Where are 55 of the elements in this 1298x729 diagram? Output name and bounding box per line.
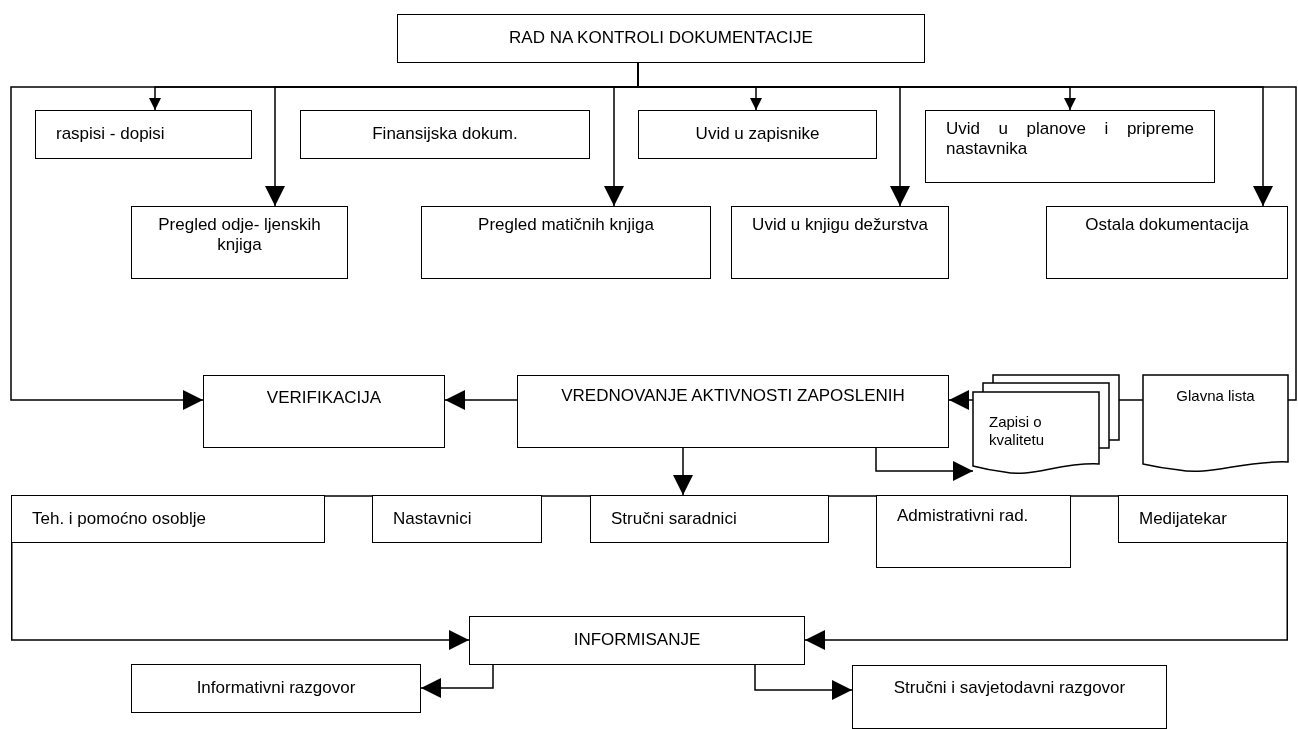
connector-line xyxy=(541,495,591,497)
box-label: Nastavnici xyxy=(393,508,473,529)
process-box xyxy=(731,206,949,279)
process-box xyxy=(300,110,590,159)
process-box xyxy=(203,375,445,448)
process-box xyxy=(517,375,949,448)
connector-line xyxy=(1070,495,1119,497)
process-box xyxy=(372,495,542,543)
connector-line xyxy=(828,495,877,497)
process-box xyxy=(469,616,805,665)
arrow xyxy=(420,664,494,698)
box-label: Pregled odje- ljenskih knjiga xyxy=(157,215,322,256)
box-label: Uvid u planove i pripreme nastavnika xyxy=(946,119,1194,160)
arrow xyxy=(948,390,974,410)
box-label: Teh. i pomoćno osoblje xyxy=(32,508,207,529)
box-label: VERIFIKACIJA xyxy=(265,388,383,409)
box-label: Pregled matičnih knjiga xyxy=(477,215,655,236)
box-label: Ostala dokumentacija xyxy=(1084,215,1250,236)
box-label: Stručni i savjetodavni razgovor xyxy=(892,678,1127,699)
process-box xyxy=(1046,206,1288,279)
process-box xyxy=(925,110,1215,183)
connector-line xyxy=(324,495,373,497)
arrow xyxy=(11,542,470,650)
process-box xyxy=(590,495,829,543)
arrow xyxy=(804,542,1288,650)
box-label: Admistrativni rad. xyxy=(897,506,1030,527)
box-label: Medijatekar xyxy=(1139,508,1228,529)
connector-line xyxy=(1118,399,1144,401)
box-label: Informativni razgovor xyxy=(195,678,357,699)
document-shape xyxy=(1143,375,1288,470)
process-box xyxy=(131,206,348,279)
box-label: VREDNOVANJE AKTIVNOSTI ZAPOSLENIH xyxy=(560,386,906,407)
box-label: Finansijska dokum. xyxy=(371,124,519,145)
process-box xyxy=(397,14,925,63)
process-box xyxy=(11,495,325,543)
box-label: INFORMISANJE xyxy=(572,630,702,651)
process-box xyxy=(1118,495,1288,543)
box-label: raspisi - dopisi xyxy=(56,124,166,145)
box-label: Zapisi o kvalitetu xyxy=(989,413,1046,449)
box-label: RAD NA KONTROLI DOKUMENTACIJE xyxy=(508,28,814,49)
arrow xyxy=(444,390,518,410)
process-box xyxy=(131,664,421,713)
arrow xyxy=(754,664,853,700)
process-box xyxy=(638,110,877,159)
process-box xyxy=(876,495,1071,568)
process-box xyxy=(852,665,1167,729)
document-stack xyxy=(973,375,1119,472)
box-label: Stručni saradnici xyxy=(611,508,738,529)
process-box xyxy=(421,206,711,279)
box-label: Glavna lista xyxy=(1175,387,1256,405)
arrow xyxy=(875,447,974,481)
box-label: Uvid u knjigu dežurstva xyxy=(751,215,929,236)
process-box xyxy=(35,110,252,159)
arrow xyxy=(673,447,693,496)
box-label: Uvid u zapisnike xyxy=(694,124,821,145)
